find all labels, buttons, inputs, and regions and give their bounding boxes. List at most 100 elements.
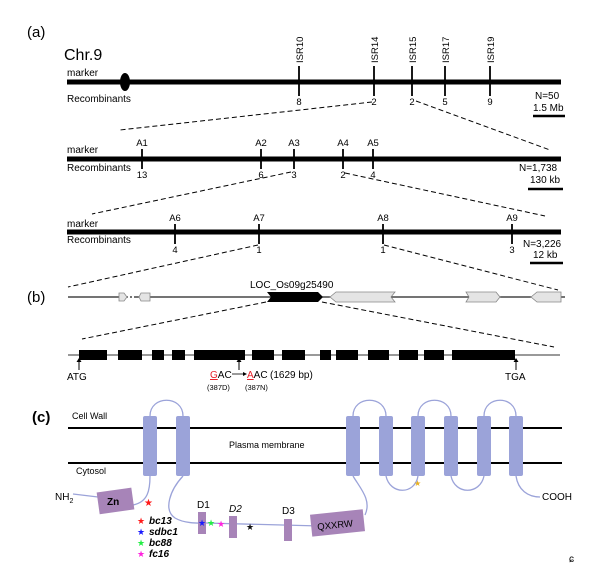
exon bbox=[336, 350, 358, 360]
qxxrw-motif bbox=[309, 509, 366, 537]
extracellular-loop bbox=[417, 399, 452, 417]
legend-label: bc13 bbox=[149, 516, 172, 527]
zoom-line-right bbox=[383, 244, 559, 291]
stray-mark: ɕ bbox=[569, 554, 574, 563]
recombinant-count: 13 bbox=[137, 170, 148, 181]
allele-legend: ★bc13★sdbc1★bc88★fc16 bbox=[137, 516, 178, 560]
intracellular-loop bbox=[450, 475, 485, 491]
mut-codon-rest: AC bbox=[254, 370, 268, 381]
zn-to-helix-loop bbox=[132, 475, 151, 506]
transmembrane-helix bbox=[143, 416, 157, 476]
marker-a9: A9 3 bbox=[506, 213, 518, 256]
exon bbox=[172, 350, 185, 360]
scale-label: 1.5 Mb bbox=[533, 103, 564, 114]
transmembrane-helix bbox=[444, 416, 458, 476]
marker-a8: A8 1 bbox=[377, 213, 389, 256]
recombinant-count: 1 bbox=[380, 245, 385, 256]
n-terminal-tail bbox=[72, 493, 99, 498]
recombinant-count: 3 bbox=[509, 245, 514, 256]
recombinants-row-label: Recombinants bbox=[67, 235, 131, 246]
d3-label: D3 bbox=[282, 506, 295, 517]
wt-amino-acid: (387D) bbox=[207, 383, 230, 392]
gene-structure: ATG TGA GAC AAC (1629 bp) (387D) (387N) bbox=[67, 350, 560, 392]
marker-a5: A54 bbox=[367, 138, 379, 181]
cell-wall-label: Cell Wall bbox=[72, 411, 107, 421]
extracellular-loop bbox=[352, 399, 387, 417]
yellow-star: ★ bbox=[414, 479, 421, 488]
recombinants-row-label: Recombinants bbox=[67, 163, 131, 174]
exon bbox=[152, 350, 164, 360]
recombinant-count: 2 bbox=[371, 97, 376, 108]
transmembrane-helix bbox=[509, 416, 523, 476]
sdbc1-star: ★ bbox=[198, 518, 206, 528]
marker-row-label: marker bbox=[67, 68, 99, 79]
neighbor-gene bbox=[329, 291, 396, 303]
cytosol-label: Cytosol bbox=[76, 466, 106, 476]
zoom-line-left bbox=[119, 101, 373, 131]
svg-text:GAC: GAC bbox=[210, 370, 232, 381]
target-gene bbox=[267, 292, 323, 302]
bc88-star: ★ bbox=[207, 518, 215, 528]
legend-label: sdbc1 bbox=[149, 527, 178, 538]
marker-a2: A26 bbox=[255, 138, 267, 181]
recombinant-count: 4 bbox=[370, 170, 375, 181]
marker-name: ISR19 bbox=[486, 37, 497, 63]
exon bbox=[452, 350, 515, 360]
marker-isr15: ISR15 2 bbox=[408, 37, 419, 108]
zoom-line-right bbox=[321, 301, 555, 348]
recombinant-count: 6 bbox=[258, 170, 263, 181]
marker-isr10: ISR10 8 bbox=[295, 37, 306, 108]
recombinant-count: 2 bbox=[409, 97, 414, 108]
exon bbox=[118, 350, 142, 360]
recombinant-count: 5 bbox=[442, 97, 447, 108]
legend-star-icon: ★ bbox=[137, 549, 145, 559]
extracellular-loop bbox=[483, 399, 517, 417]
zn-domain bbox=[96, 487, 135, 515]
d1-label: D1 bbox=[197, 500, 210, 511]
marker-name: A9 bbox=[506, 213, 518, 224]
population-size: N=1,738 bbox=[519, 163, 558, 174]
zoom-line-right bbox=[415, 100, 551, 151]
black-star: ★ bbox=[246, 522, 254, 532]
centromere bbox=[120, 73, 130, 91]
zoom-line-left bbox=[67, 244, 259, 288]
exon bbox=[399, 350, 418, 360]
mutation-annotation: GAC AAC (1629 bp) (387D) (387N) bbox=[207, 370, 313, 392]
exon bbox=[79, 350, 107, 360]
scale-label: 12 kb bbox=[533, 250, 558, 261]
neighbor-gene bbox=[530, 291, 562, 303]
qxxrw-label: QXXRW bbox=[317, 518, 354, 533]
extracellular-loop bbox=[149, 399, 184, 417]
wt-codon-rest: AC bbox=[218, 370, 232, 381]
marker-name: A7 bbox=[253, 213, 265, 224]
mut-amino-acid: (387N) bbox=[245, 383, 268, 392]
population-size: N=3,226 bbox=[523, 239, 562, 250]
marker-name: A4 bbox=[337, 138, 349, 149]
fc16-star: ★ bbox=[217, 519, 225, 529]
mutation-position: (1629 bp) bbox=[270, 370, 313, 381]
n-terminus-label: NH2 bbox=[55, 492, 73, 505]
neighbor-gene bbox=[138, 292, 151, 302]
d2-label: D2 bbox=[229, 504, 242, 515]
recombinant-count: 8 bbox=[296, 97, 301, 108]
zn-domain-label: Zn bbox=[107, 497, 119, 508]
neighbor-gene bbox=[118, 292, 128, 302]
transmembrane-helix bbox=[379, 416, 393, 476]
legend-star-icon: ★ bbox=[137, 538, 145, 548]
marker-name: A1 bbox=[136, 138, 148, 149]
recombinant-count: 4 bbox=[172, 245, 177, 256]
zoom-line-right bbox=[344, 172, 546, 217]
recombinants-row-label: Recombinants bbox=[67, 94, 131, 105]
recombinant-count: 1 bbox=[256, 245, 261, 256]
gene-name: LOC_Os09g25490 bbox=[250, 280, 334, 291]
recombinant-count: 3 bbox=[291, 170, 296, 181]
marker-name: ISR15 bbox=[408, 37, 419, 63]
wt-base: G bbox=[210, 370, 218, 381]
panel-a-label: (a) bbox=[27, 24, 45, 41]
marker-name: A8 bbox=[377, 213, 389, 224]
marker-name: ISR10 bbox=[295, 37, 306, 63]
